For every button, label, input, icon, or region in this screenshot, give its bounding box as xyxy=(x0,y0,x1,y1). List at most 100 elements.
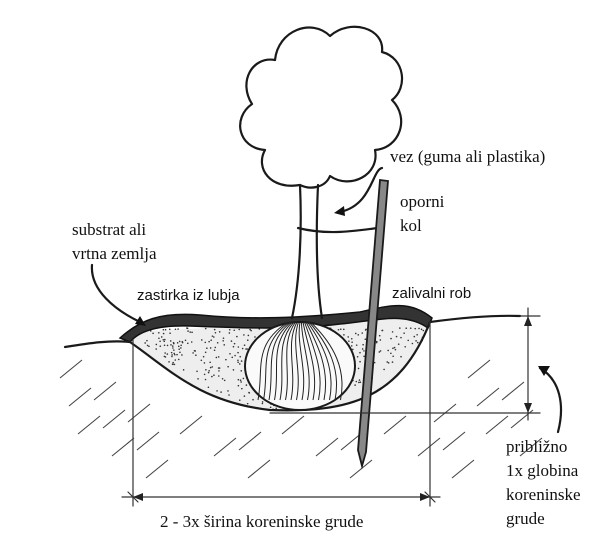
substrate-dot xyxy=(203,362,206,364)
hatch-stroke xyxy=(485,415,509,435)
substrate-dot xyxy=(347,336,350,338)
substrate-dot xyxy=(362,343,364,346)
substrate-dot xyxy=(180,344,182,347)
hatch-stroke xyxy=(145,459,169,479)
substrate-dot xyxy=(400,336,402,339)
substrate-dot xyxy=(184,339,187,342)
substrate-dot xyxy=(204,351,207,354)
depth-label-line3: koreninske xyxy=(506,485,581,504)
substrate-dot xyxy=(355,344,358,346)
substrate-dot xyxy=(173,352,175,355)
substrate-dot xyxy=(416,334,418,336)
substrate-dot xyxy=(177,345,180,348)
substrate-dot xyxy=(164,352,166,354)
substrate-dot xyxy=(400,355,402,358)
mulch-label: zastirka iz lubja xyxy=(137,287,240,304)
substrate-dot xyxy=(200,339,203,341)
substrate-dot xyxy=(213,336,215,338)
tie xyxy=(296,226,380,234)
substrate-dot xyxy=(387,349,389,352)
substrate-dot xyxy=(204,378,207,381)
substrate-dot xyxy=(203,373,206,376)
substrate-dot xyxy=(146,344,149,347)
substrate-dot xyxy=(193,349,196,352)
substrate-dot xyxy=(394,348,397,351)
substrate-dot xyxy=(162,332,165,335)
substrate-dot xyxy=(169,332,171,334)
watering-rim-label: zalivalni rob xyxy=(392,285,471,302)
substrate-dot xyxy=(204,327,207,330)
substrate-dot xyxy=(229,353,231,355)
substrate-dot xyxy=(342,328,345,331)
root-strand xyxy=(305,321,327,401)
substrate-dot xyxy=(186,327,189,330)
width-label: 2 - 3x širina koreninske grude xyxy=(160,512,363,531)
substrate-dot xyxy=(216,341,219,344)
substrate-dot xyxy=(378,334,381,337)
substrate-dot xyxy=(248,391,250,394)
substrate-dot xyxy=(233,342,236,345)
substrate-dot xyxy=(178,340,181,343)
substrate-dot xyxy=(246,402,249,405)
substrate-dot xyxy=(359,351,361,354)
substrate-dot xyxy=(207,386,210,389)
substrate-dot xyxy=(187,342,189,345)
substrate-dot xyxy=(173,353,176,356)
substrate-dot xyxy=(176,342,179,344)
substrate-dot xyxy=(230,340,233,342)
substrate-dot xyxy=(152,332,154,335)
substrate-dot xyxy=(390,352,392,355)
substrate-dot xyxy=(357,367,360,370)
tie-arrowhead xyxy=(334,206,345,216)
substrate-dot xyxy=(209,347,212,349)
substrate-dot xyxy=(222,339,224,342)
substrate-dot xyxy=(155,343,158,346)
depth-arrowhead xyxy=(538,366,550,376)
substrate-dot xyxy=(158,331,160,334)
hatch-stroke xyxy=(281,415,305,435)
substrate-dot xyxy=(213,374,215,376)
substrate-dot xyxy=(361,348,364,350)
substrate-dot xyxy=(211,366,214,368)
hatch-stroke xyxy=(213,437,237,457)
substrate-dot xyxy=(192,352,194,354)
substrate-dot xyxy=(415,340,417,342)
hatch-stroke xyxy=(501,381,525,401)
substrate-dot xyxy=(358,379,361,381)
substrate-dot xyxy=(162,338,165,341)
substrate-dot xyxy=(238,363,241,365)
substrate-dot xyxy=(208,369,210,372)
substrate-dot xyxy=(245,348,247,350)
substrate-dot xyxy=(146,339,148,342)
root-strand xyxy=(257,321,289,401)
substrate-dot xyxy=(232,369,235,371)
substrate-dot xyxy=(168,361,170,363)
substrate-dot xyxy=(211,335,214,337)
substrate-dot xyxy=(240,370,243,372)
substrate-dot xyxy=(181,341,184,344)
substrate-dot xyxy=(155,348,157,350)
substrate-dot xyxy=(159,340,161,343)
substrate-dot xyxy=(191,331,193,334)
substrate-dot xyxy=(148,345,150,348)
hatch-stroke xyxy=(111,437,135,457)
substrate-dot xyxy=(339,328,342,330)
depth-arrow xyxy=(538,366,562,434)
substrate-dot xyxy=(391,361,394,363)
substrate-dot xyxy=(343,334,345,336)
substrate-dot xyxy=(404,345,407,348)
substrate-dot xyxy=(225,358,227,361)
hatch-stroke xyxy=(349,459,373,479)
hatch-stroke xyxy=(238,431,262,451)
substrate-dot xyxy=(241,387,243,390)
substrate-dot xyxy=(269,406,272,409)
substrate-dot xyxy=(354,332,357,335)
substrate-dot xyxy=(172,347,174,349)
substrate-dot xyxy=(247,334,250,337)
substrate-dot xyxy=(180,347,182,349)
substrate-dot xyxy=(261,402,264,405)
substrate-dot xyxy=(208,340,210,343)
substrate-dot xyxy=(223,344,226,346)
substrate-dot xyxy=(178,348,180,350)
substrate-dot xyxy=(209,366,212,369)
